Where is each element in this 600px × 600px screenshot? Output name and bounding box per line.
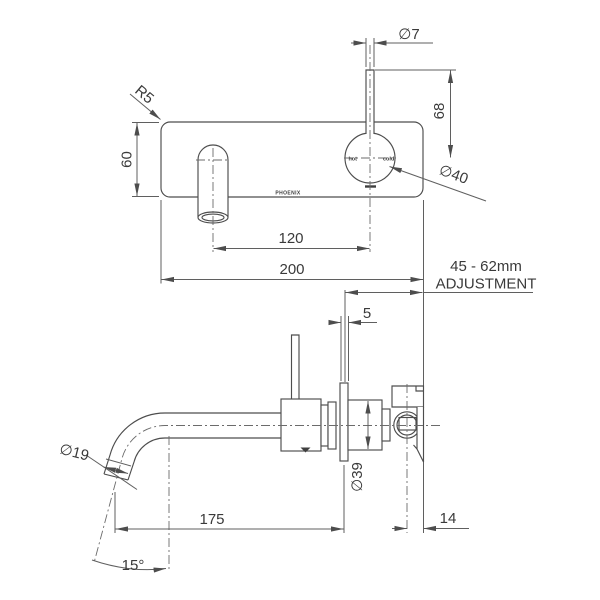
adjustment-note-line2: ADJUSTMENT <box>436 276 537 293</box>
cold-label: cold <box>383 156 394 162</box>
bracket-leg <box>416 407 425 463</box>
spout-front-outline <box>197 144 229 217</box>
dim-5-extensions <box>340 316 349 381</box>
brand-label: PHOENIX <box>275 191 301 197</box>
front-dimensions: R5 60 ∅7 68 ∅40 120 200 45 - 62mm ADJUST… <box>119 26 537 533</box>
dim-15deg-label: 15° <box>122 557 145 574</box>
dim-175-extensions <box>114 465 345 533</box>
dim-d39-label: ∅39 <box>349 462 366 492</box>
dim-r5-leader <box>129 93 161 120</box>
dim-60-label: 60 <box>119 151 136 168</box>
dim-60-extensions <box>132 122 159 197</box>
dim-d7-label: ∅7 <box>398 26 419 43</box>
dim-d40-label: ∅40 <box>437 162 471 188</box>
bracket-top <box>391 385 425 408</box>
spout-axis-centerline <box>94 425 440 562</box>
dim-d40-leader <box>389 166 487 202</box>
hub-indicator-mark <box>300 447 311 453</box>
bracket-top-step <box>415 386 424 392</box>
dim-r5-label: R5 <box>131 82 157 107</box>
inlet-port-detail <box>398 416 417 431</box>
dim-5-label: 5 <box>363 305 371 322</box>
spout-front-fill <box>198 145 228 217</box>
hot-label: hot <box>348 156 357 162</box>
side-dimensions: 5 ∅39 ∅19 175 14 15° <box>58 305 469 574</box>
dim-d19-label: ∅19 <box>58 441 91 465</box>
handle-hub-block <box>280 398 322 452</box>
bracket-leg-serif <box>413 444 418 450</box>
valve-body <box>347 399 383 451</box>
dim-d19-leader <box>85 454 138 490</box>
side-lever-outline <box>290 334 300 399</box>
dim-15deg-arc <box>91 559 167 573</box>
wall-flange-plate <box>339 382 349 462</box>
dim-d19-edge-line <box>105 458 132 467</box>
front-view: hot cold PHOENIX <box>160 45 424 252</box>
adjustment-note-line1: 45 - 62mm <box>450 258 522 275</box>
dim-120-label: 120 <box>278 230 303 247</box>
spout-side-fill <box>104 413 281 480</box>
dim-175-label: 175 <box>199 511 224 528</box>
dim-200-label: 200 <box>279 261 304 278</box>
spout-side-outline <box>103 412 281 481</box>
valve-neck <box>381 408 391 442</box>
mounting-plate-outline <box>160 121 424 198</box>
dim-14-label: 14 <box>440 510 457 527</box>
dim-d19-line <box>103 466 129 474</box>
dim-68-label: 68 <box>431 103 448 120</box>
side-lever-fill <box>291 335 299 399</box>
side-view <box>94 334 440 572</box>
